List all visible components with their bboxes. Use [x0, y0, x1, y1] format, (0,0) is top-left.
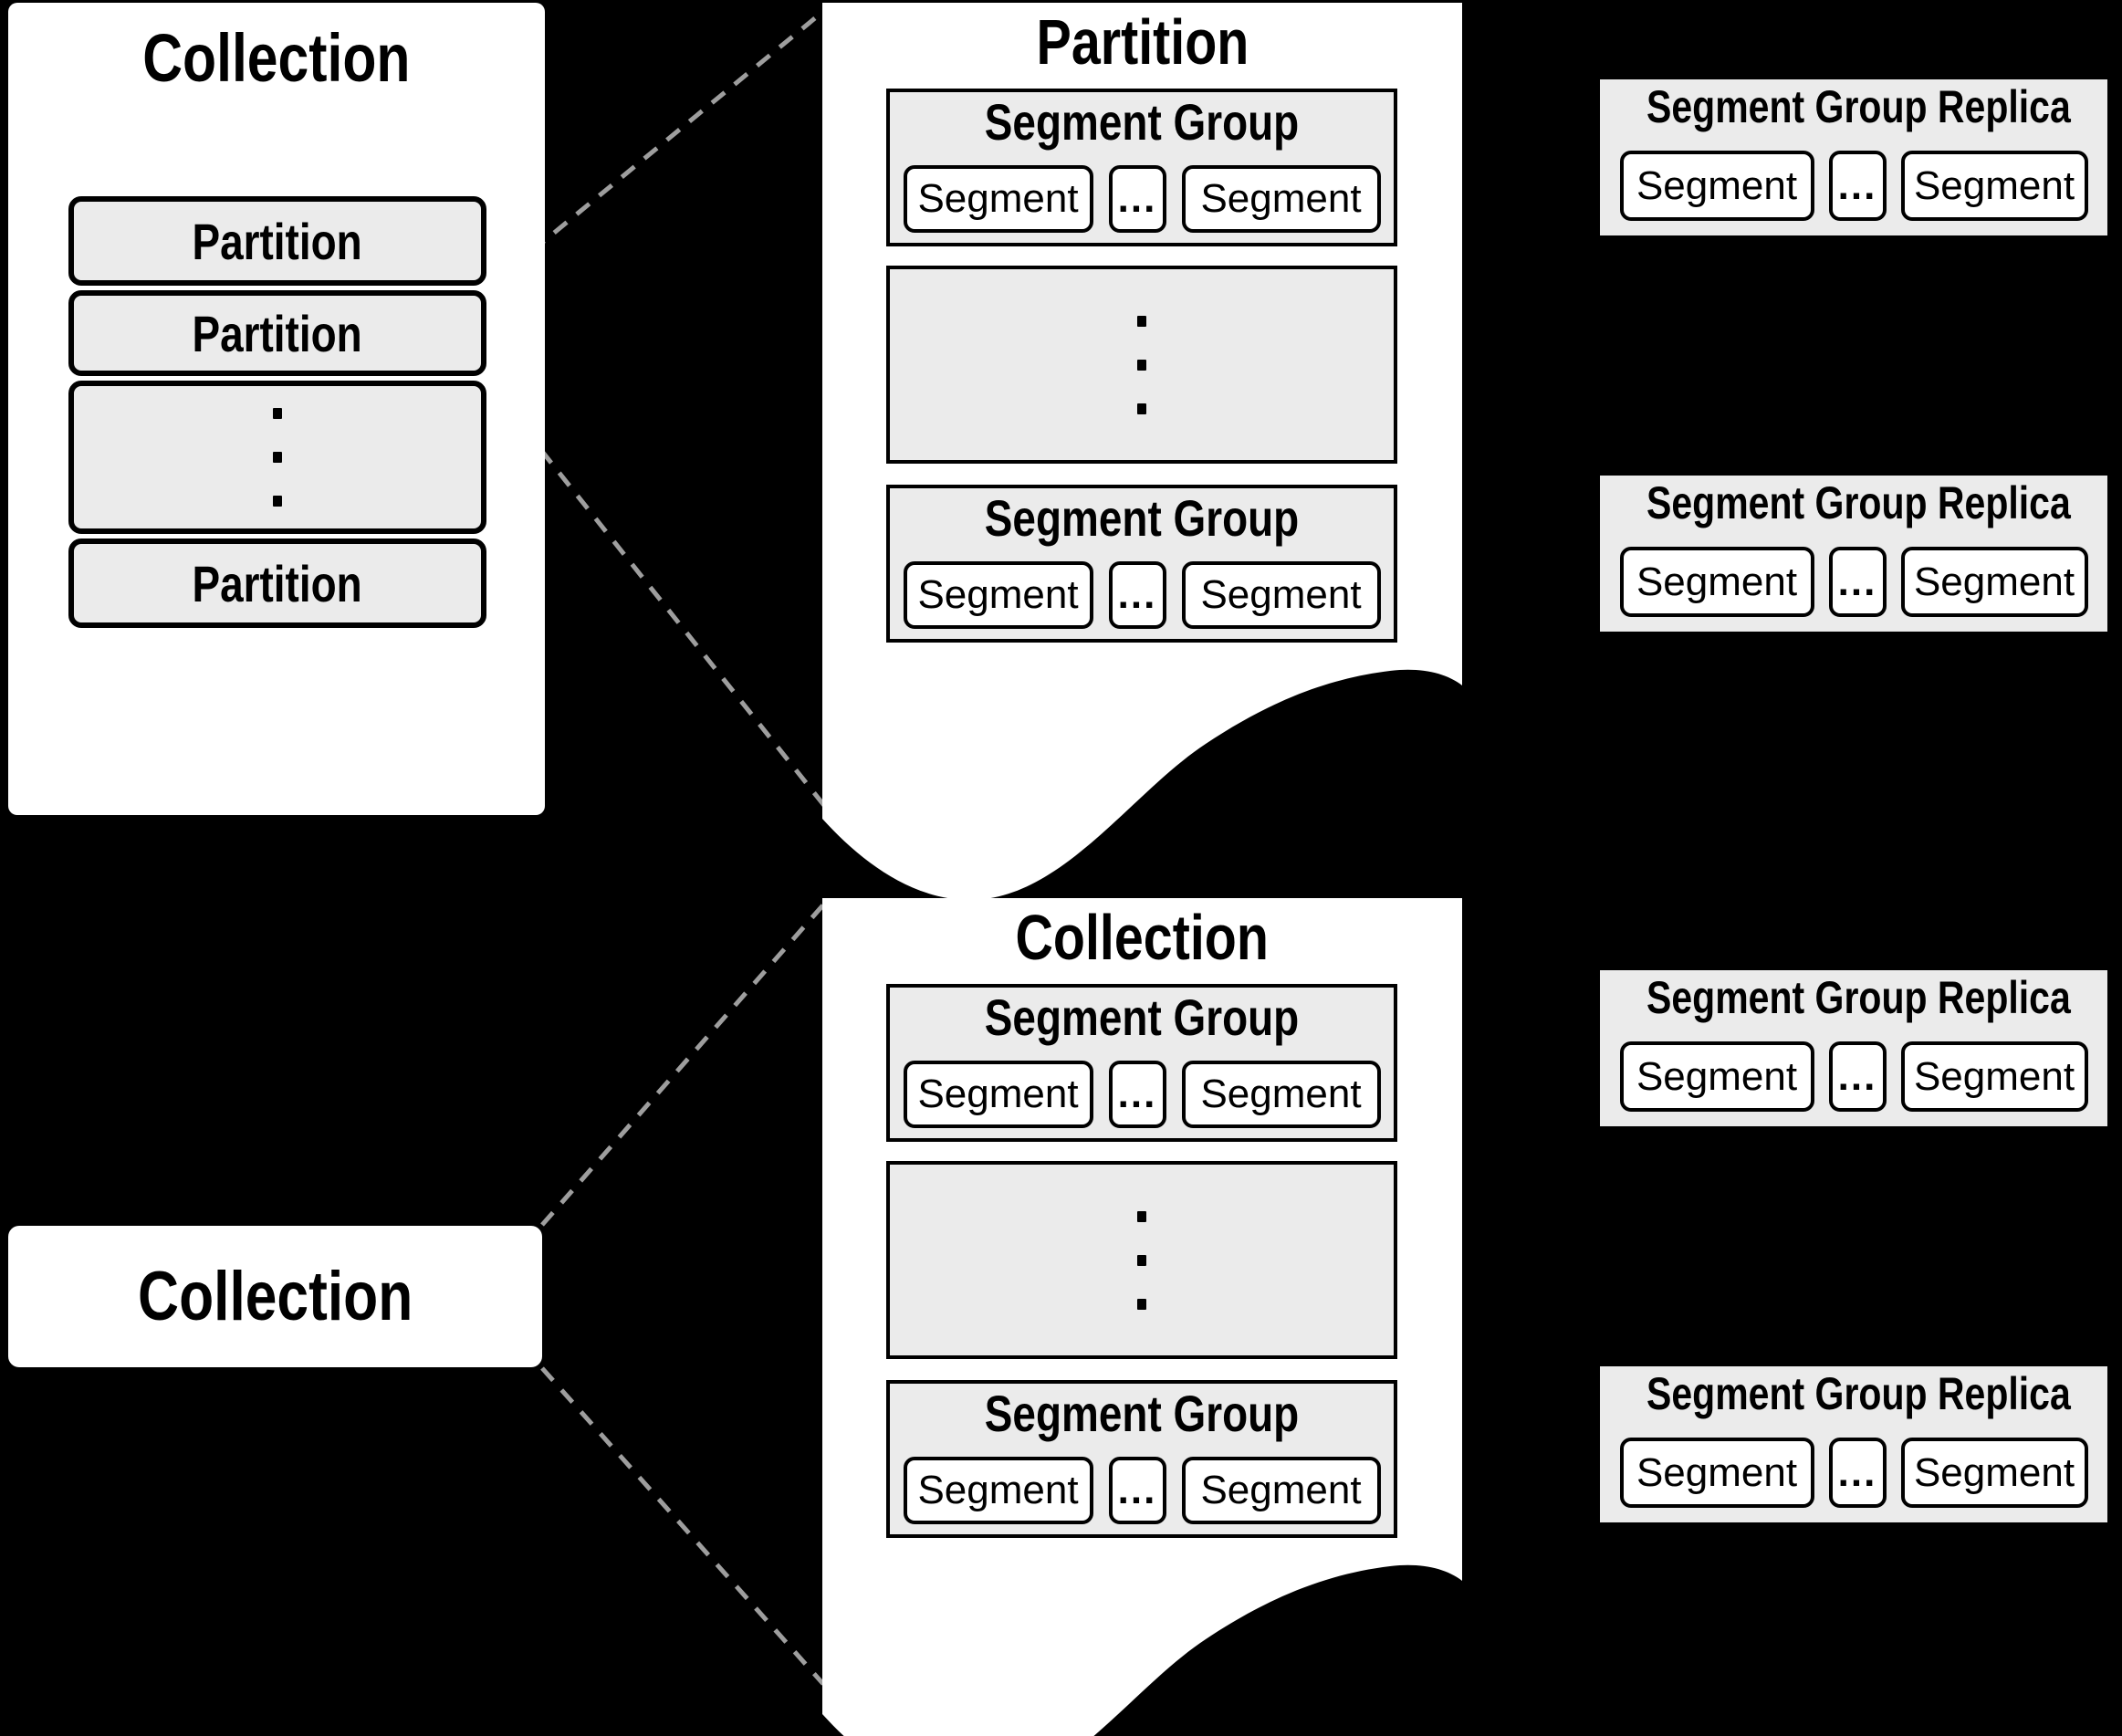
partition-detail-title-text: Partition — [1036, 6, 1249, 78]
ellipsis-box: ... — [1108, 1061, 1166, 1128]
segment-box: Segment — [1900, 151, 2088, 221]
segment-box: Segment — [1619, 151, 1814, 221]
segment-group-box: Segment Group Segment ... Segment — [886, 984, 1397, 1142]
replica-title: Segment Group Replica — [1600, 1370, 2107, 1418]
segment-group-replica-box: Segment Group Replica Segment ... Segmen… — [1600, 1366, 2107, 1522]
ellipsis-box: ... — [1108, 165, 1166, 233]
collection-detail-title: Collection — [822, 905, 1462, 969]
replica-title-text: Segment Group Replica — [1646, 1368, 2071, 1419]
segment-group-replica-box: Segment Group Replica Segment ... Segmen… — [1600, 79, 2107, 235]
segment-row: Segment ... Segment — [890, 1457, 1394, 1524]
vertical-ellipsis-dot — [273, 408, 282, 419]
segment-box: Segment — [903, 1457, 1093, 1524]
segment-group-title: Segment Group — [890, 489, 1394, 547]
segment-box: Segment — [1619, 1438, 1814, 1508]
segment-box: Segment — [903, 165, 1093, 233]
vertical-ellipsis-dot — [1137, 359, 1146, 371]
replica-title-text: Segment Group Replica — [1646, 972, 2071, 1023]
ellipsis-box: ... — [1108, 561, 1166, 629]
partition-row-3-label: Partition — [192, 554, 363, 612]
segment-row: Segment ... Segment — [1600, 151, 2107, 221]
replica-title-text: Segment Group Replica — [1646, 81, 2071, 132]
connector-collection-to-detail-bottom — [540, 1366, 825, 1686]
segment-group-title-text: Segment Group — [984, 988, 1300, 1046]
segment-box: Segment — [1900, 547, 2088, 617]
more-segment-groups-box — [886, 1161, 1397, 1359]
segment-box: Segment — [1900, 1438, 2088, 1508]
ellipsis-box: ... — [1828, 547, 1887, 617]
collection-box: Collection — [8, 1226, 542, 1367]
connector-collection-to-detail-top — [540, 900, 828, 1227]
segment-row: Segment ... Segment — [890, 561, 1394, 629]
partition-row-1: Partition — [68, 196, 486, 286]
segment-row: Segment ... Segment — [1600, 1438, 2107, 1508]
segment-group-box: Segment Group Segment ... Segment — [886, 485, 1397, 643]
collection-panel-title: Collection — [8, 23, 545, 94]
ellipsis-box: ... — [1828, 1438, 1887, 1508]
partition-detail-panel: Partition Segment Group Segment ... Segm… — [822, 3, 1462, 904]
replica-title: Segment Group Replica — [1600, 479, 2107, 528]
replica-title: Segment Group Replica — [1600, 974, 2107, 1022]
vertical-ellipsis-dot — [1137, 1298, 1146, 1310]
segment-box: Segment — [1619, 547, 1814, 617]
segment-group-title-text: Segment Group — [984, 489, 1300, 547]
segment-row: Segment ... Segment — [890, 1061, 1394, 1128]
segment-box: Segment — [903, 1061, 1093, 1128]
segment-group-title-text: Segment Group — [984, 1385, 1300, 1442]
segment-group-replica-box: Segment Group Replica Segment ... Segmen… — [1600, 970, 2107, 1126]
collection-panel: Collection Partition Partition Partition — [8, 3, 545, 815]
collection-box-title: Collection — [137, 1258, 413, 1335]
vertical-ellipsis-dot — [273, 496, 282, 507]
segment-box: Segment — [1181, 1457, 1381, 1524]
partition-detail-title: Partition — [822, 10, 1462, 74]
replica-title-text: Segment Group Replica — [1646, 477, 2071, 528]
vertical-ellipsis-dot — [1137, 403, 1146, 414]
vertical-ellipsis — [74, 386, 481, 528]
vertical-ellipsis — [890, 269, 1394, 460]
segment-box: Segment — [1181, 165, 1381, 233]
vertical-ellipsis-dot — [1137, 1254, 1146, 1266]
segment-row: Segment ... Segment — [890, 165, 1394, 233]
segment-box: Segment — [1619, 1041, 1814, 1112]
segment-group-title: Segment Group — [890, 93, 1394, 151]
collection-detail-title-text: Collection — [1015, 902, 1270, 973]
more-segment-groups-box — [886, 266, 1397, 464]
partition-more-row — [68, 381, 486, 534]
ellipsis-box: ... — [1828, 1041, 1887, 1112]
collection-panel-title-text: Collection — [142, 20, 411, 96]
segment-group-title: Segment Group — [890, 988, 1394, 1046]
segment-box: Segment — [903, 561, 1093, 629]
partition-row-3: Partition — [68, 539, 486, 628]
segment-box: Segment — [1181, 561, 1381, 629]
ellipsis-box: ... — [1828, 151, 1887, 221]
ellipsis-box: ... — [1108, 1457, 1166, 1524]
segment-group-title-text: Segment Group — [984, 93, 1300, 151]
collection-detail-panel: Collection Segment Group Segment ... Seg… — [822, 898, 1462, 1736]
partition-row-1-label: Partition — [192, 212, 363, 270]
segment-group-replica-box: Segment Group Replica Segment ... Segmen… — [1600, 476, 2107, 632]
segment-group-title: Segment Group — [890, 1385, 1394, 1442]
replica-title: Segment Group Replica — [1600, 83, 2107, 131]
vertical-ellipsis — [890, 1165, 1394, 1355]
segment-row: Segment ... Segment — [1600, 547, 2107, 617]
partition-row-2-label: Partition — [192, 304, 363, 362]
segment-box: Segment — [1181, 1061, 1381, 1128]
vertical-ellipsis-dot — [273, 452, 282, 463]
segment-box: Segment — [1900, 1041, 2088, 1112]
vertical-ellipsis-dot — [1137, 315, 1146, 327]
partition-row-2: Partition — [68, 290, 486, 376]
segment-group-box: Segment Group Segment ... Segment — [886, 89, 1397, 246]
segment-group-box: Segment Group Segment ... Segment — [886, 1380, 1397, 1538]
segment-row: Segment ... Segment — [1600, 1041, 2107, 1112]
vertical-ellipsis-dot — [1137, 1210, 1146, 1222]
